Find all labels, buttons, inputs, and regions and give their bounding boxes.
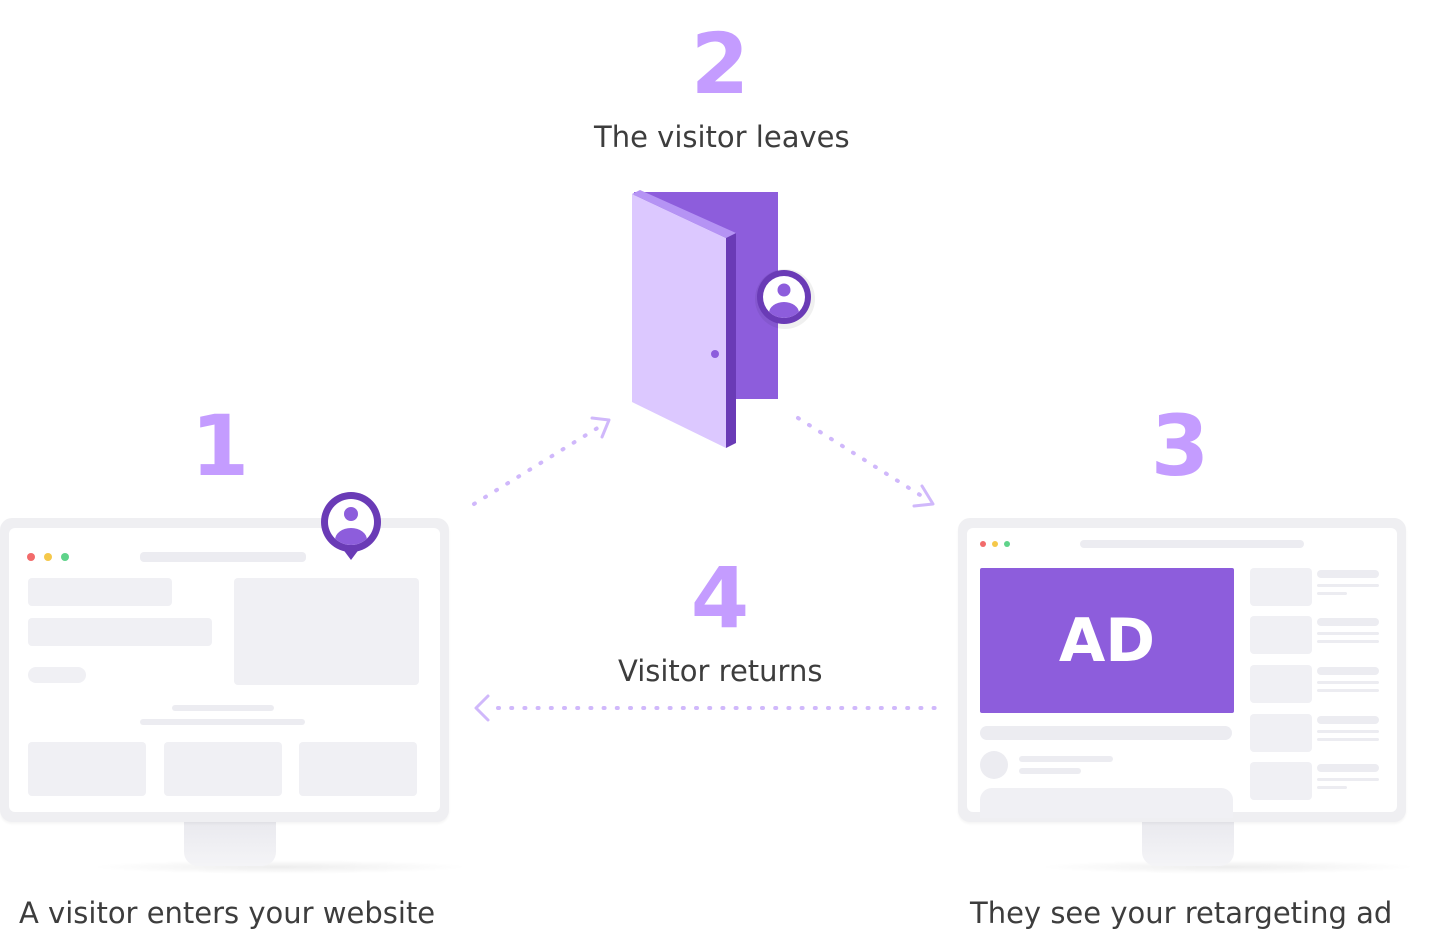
monitor-stand <box>1142 820 1234 866</box>
text-line <box>1019 768 1081 774</box>
monitor-stand <box>184 820 276 866</box>
window-minimize-dot <box>44 553 52 561</box>
door-icon <box>632 190 778 448</box>
avatar-placeholder <box>980 751 1008 779</box>
text-line <box>140 719 305 725</box>
content-button <box>28 667 86 683</box>
arrow-return <box>474 694 940 722</box>
arrow-to-door <box>472 416 611 506</box>
sidebar-thumb <box>1250 616 1312 654</box>
step-3-number: 3 <box>1150 397 1210 495</box>
text-line <box>1019 756 1113 762</box>
user-avatar-icon <box>755 269 815 329</box>
hero-image <box>234 578 419 685</box>
retargeting-ad: AD <box>980 568 1234 713</box>
step-4-caption: Visitor returns <box>618 654 823 688</box>
text-line <box>172 705 274 711</box>
ad-label: AD <box>1058 605 1156 676</box>
window-minimize-dot <box>992 541 998 547</box>
card <box>299 742 417 796</box>
card <box>28 742 146 796</box>
step-1-number: 1 <box>190 397 250 495</box>
browser-window <box>9 528 440 812</box>
sidebar-thumb <box>1250 714 1312 752</box>
location-pin-icon <box>321 492 381 560</box>
window-close-dot <box>27 553 35 561</box>
step-2-caption: The visitor leaves <box>594 120 850 154</box>
address-bar <box>1080 540 1304 548</box>
content-block <box>28 618 212 646</box>
browser-window: AD <box>967 528 1397 818</box>
card <box>164 742 282 796</box>
address-bar <box>140 552 306 562</box>
step-4-number: 4 <box>690 549 750 647</box>
window-close-dot <box>980 541 986 547</box>
content-block <box>980 788 1233 818</box>
text-line <box>980 726 1232 740</box>
sidebar-thumb <box>1250 762 1312 800</box>
arrow-to-ad <box>796 416 935 508</box>
window-maximize-dot <box>61 553 69 561</box>
monitor-left <box>0 518 490 878</box>
content-block <box>28 578 172 606</box>
step-3-caption: They see your retargeting ad <box>970 896 1393 930</box>
monitor-right: AD <box>958 518 1428 878</box>
sidebar-thumb <box>1250 665 1312 703</box>
step-2-number: 2 <box>690 15 750 113</box>
window-maximize-dot <box>1004 541 1010 547</box>
step-1-caption: A visitor enters your website <box>19 896 436 930</box>
sidebar-thumb <box>1250 568 1312 606</box>
